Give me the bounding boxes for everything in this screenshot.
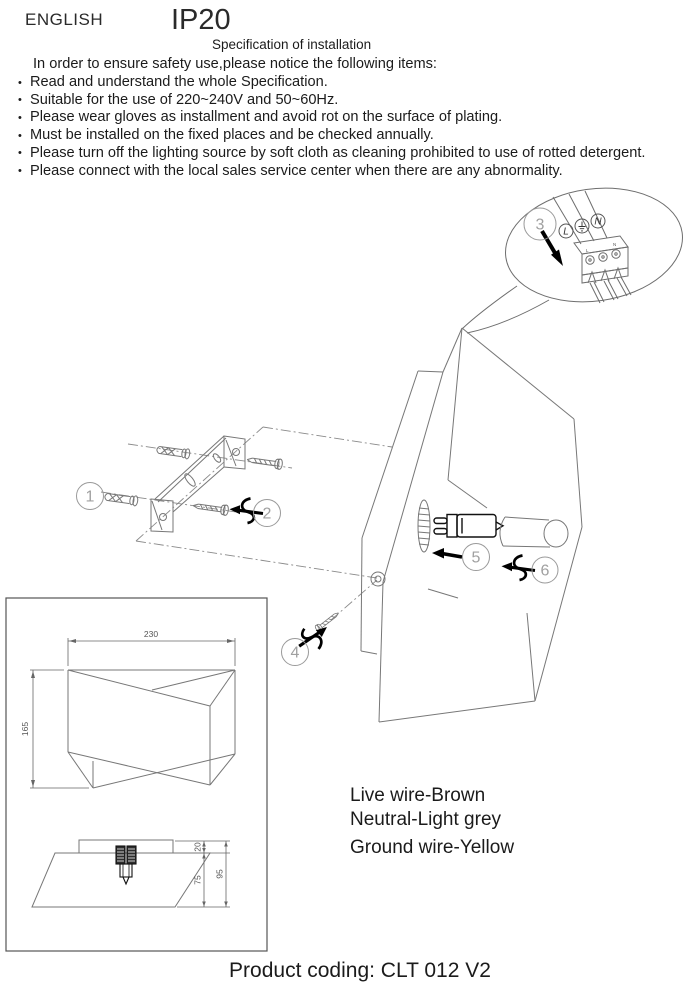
safety-item: Please turn off the lighting source by s… <box>18 145 688 163</box>
mounting-bracket <box>150 435 246 533</box>
dim-width: 230 <box>144 629 158 639</box>
ip-rating: IP20 <box>171 4 231 36</box>
insert-arrow-5 <box>430 546 464 561</box>
svg-text:2: 2 <box>263 506 272 523</box>
wiring-detail-balloon: L N L N 3 <box>461 187 683 334</box>
bottom-dimensions <box>175 840 230 908</box>
safety-item: Please wear gloves as installment and av… <box>18 109 688 127</box>
callout-5: 5 <box>462 543 490 571</box>
terminal-mark-n: N <box>613 242 616 247</box>
dim-total: 95 <box>215 869 225 879</box>
svg-text:6: 6 <box>541 563 550 580</box>
terminal-mark-l: L <box>586 248 589 253</box>
neutral-label: N <box>594 217 602 228</box>
language-label: ENGLISH <box>25 10 104 29</box>
wire-labels <box>558 213 606 239</box>
wall-anchor-lower <box>103 491 139 507</box>
page-subtitle: Specification of installation <box>212 37 372 52</box>
glass-diffuser <box>499 516 569 548</box>
live-label: L <box>563 227 569 238</box>
callout-4: 4 <box>281 638 309 666</box>
intro-line: In order to ensure safety use,please not… <box>33 56 437 72</box>
height-dimension <box>30 669 89 789</box>
svg-text:3: 3 <box>536 217 545 234</box>
socket-bottom <box>115 845 137 886</box>
product-coding: Product coding: CLT 012 V2 <box>229 959 491 982</box>
safety-item: Read and understand the whole Specificat… <box>18 74 688 92</box>
safety-instructions-list: Read and understand the whole Specificat… <box>18 74 688 180</box>
callout-3: 3 <box>523 207 557 241</box>
callout-6: 6 <box>531 556 559 584</box>
width-dimension <box>67 638 236 666</box>
safety-item: Must be installed on the fixed places an… <box>18 127 688 145</box>
front-view <box>67 669 236 789</box>
neutral-wire-legend: Neutral-Light grey <box>350 809 502 830</box>
construction-lines <box>100 426 393 621</box>
unscrew-icon-2 <box>227 496 265 525</box>
fixing-screw-4 <box>313 609 342 634</box>
ground-wire-legend: Ground wire-Yellow <box>350 836 515 858</box>
mounting-screw-upper <box>245 453 284 471</box>
wiring-legend: Live wire-Brown Neutral-Light grey Groun… <box>350 784 514 860</box>
halogen-bulb <box>433 513 505 538</box>
svg-text:4: 4 <box>291 645 300 662</box>
callout-1: 1 <box>76 482 104 510</box>
bottom-view <box>31 839 211 908</box>
dim-body: 75 <box>193 875 203 885</box>
earth-icon <box>578 221 586 232</box>
dim-plate: 20 <box>193 842 203 852</box>
safety-item: Please connect with the local sales serv… <box>18 163 688 181</box>
callout-2: 2 <box>253 499 281 527</box>
lamp-body <box>360 327 583 723</box>
svg-text:5: 5 <box>472 550 481 567</box>
unscrew-icon-6 <box>499 553 537 582</box>
dim-height: 165 <box>20 722 30 736</box>
wall-anchor-upper <box>155 444 191 460</box>
dimension-drawing: 230 165 20 75 95 <box>5 597 268 952</box>
svg-text:1: 1 <box>86 489 95 506</box>
live-wire-legend: Live wire-Brown <box>350 785 486 806</box>
safety-item: Suitable for the use of 220~240V and 50~… <box>18 92 688 110</box>
terminal-block: L N <box>573 235 632 304</box>
